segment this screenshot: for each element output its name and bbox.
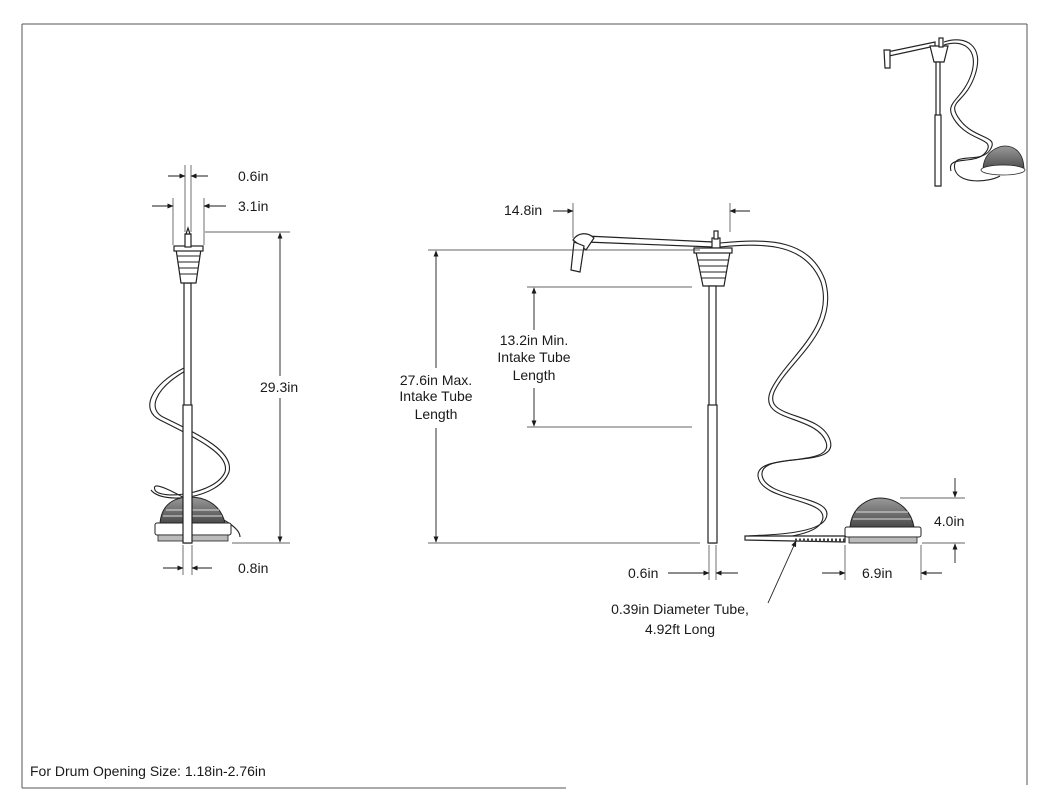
- pump-isometric-thumbnail: [883, 37, 1026, 187]
- dim-tube-diameter: 0.6in: [628, 565, 658, 581]
- dim-min-intake-line2: Intake Tube: [497, 349, 570, 365]
- dim-max-intake-line3: Length: [415, 406, 458, 422]
- dim-min-intake-line3: Length: [513, 367, 556, 383]
- dim-head-width: 3.1in: [238, 198, 268, 214]
- dim-min-intake-line1: 13.2in Min.: [500, 332, 568, 348]
- pump-side-view: [570, 230, 922, 544]
- dim-max-intake-line2: Intake Tube: [399, 388, 472, 404]
- drawing-frame: [21, 23, 1028, 789]
- left-dimensions: [152, 165, 290, 575]
- pump-front-view: [149, 226, 241, 544]
- dim-foot-width: 6.9in: [862, 565, 892, 581]
- dim-foot-height: 4.0in: [934, 513, 964, 529]
- hose-note-line1: 0.39in Diameter Tube,: [611, 601, 749, 617]
- dim-top-width: 0.6in: [238, 168, 268, 184]
- dim-spout-length: 14.8in: [504, 202, 542, 218]
- hose-note-line2: 4.92ft Long: [645, 621, 715, 637]
- dim-max-intake-line1: 27.6in Max.: [400, 372, 472, 388]
- dim-base-width: 0.8in: [238, 560, 268, 576]
- drum-opening-note: For Drum Opening Size: 1.18in-2.76in: [30, 763, 266, 779]
- dim-height: 29.3in: [260, 379, 298, 395]
- right-dimensions: [428, 203, 965, 604]
